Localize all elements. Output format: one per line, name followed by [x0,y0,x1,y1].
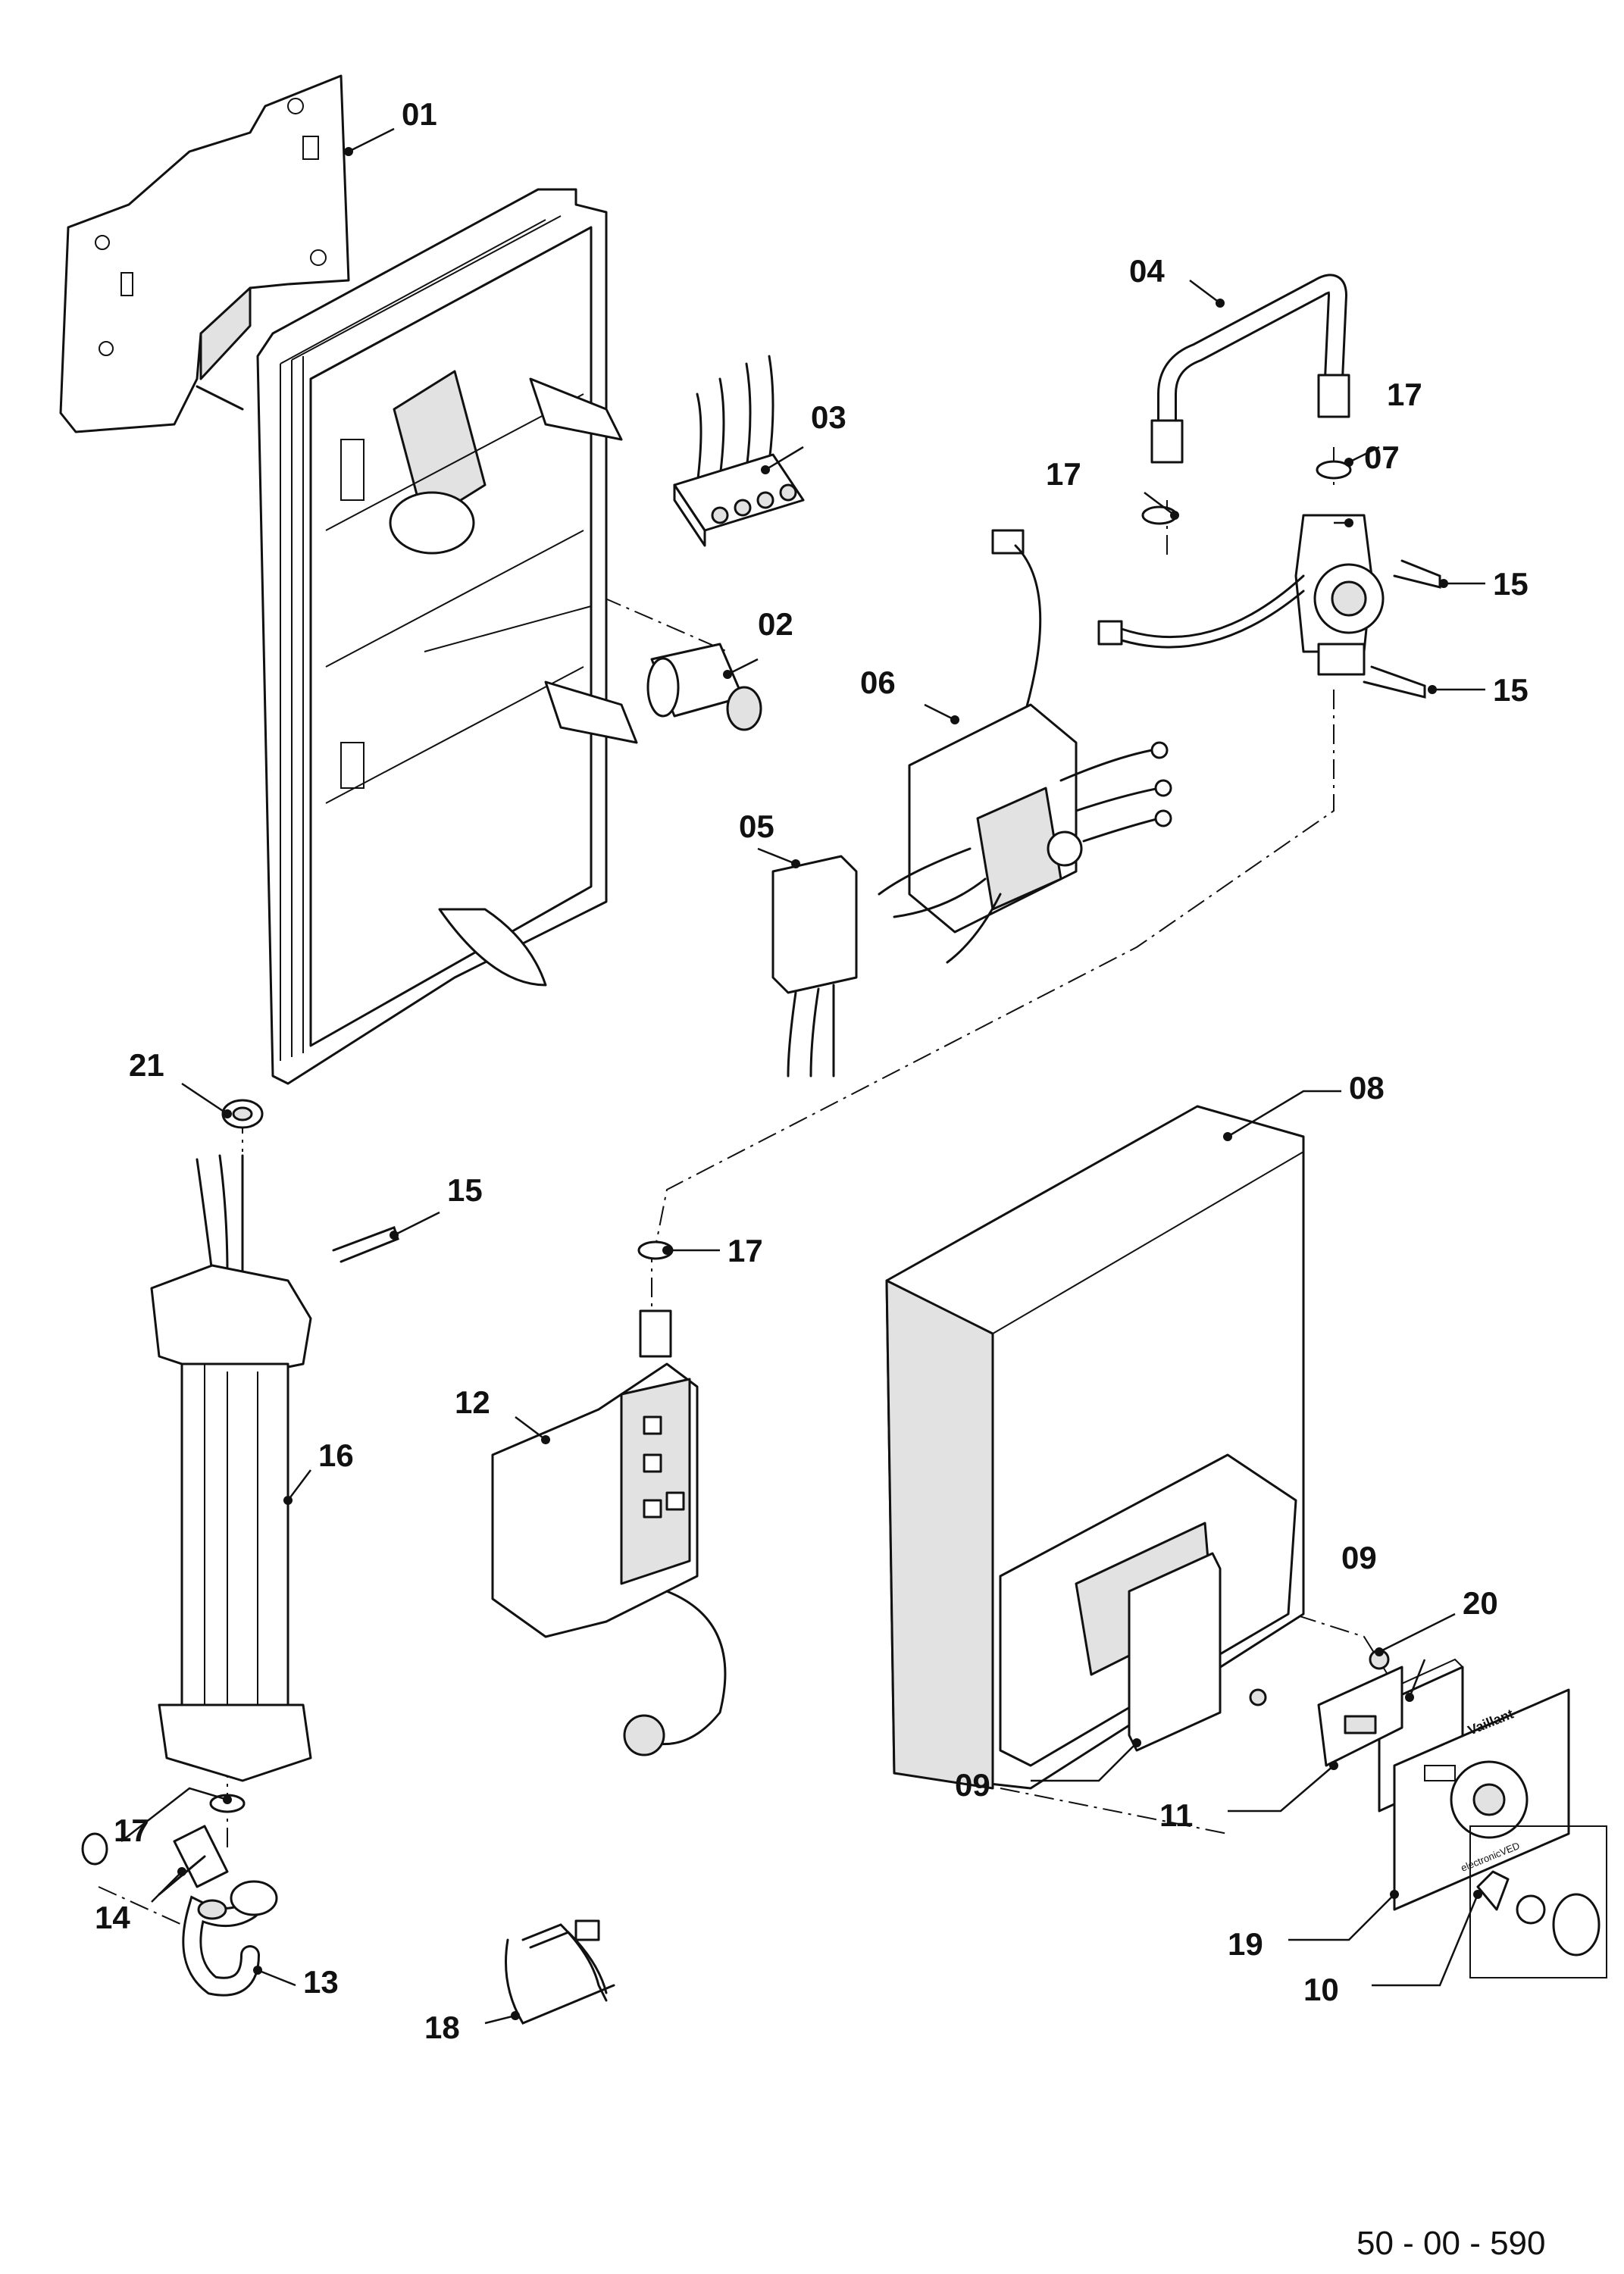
part-15-clip [332,1226,399,1263]
part-11-display-board [1249,1666,1403,1767]
callout-15-left: 15 [447,1172,483,1208]
callout-17-d: 17 [114,1813,149,1848]
callout-17-b: 17 [1387,377,1422,412]
callout-14: 14 [95,1900,130,1935]
part-06-control-module [878,529,1172,964]
callout-17-a: 17 [1046,456,1081,492]
part-10-knob [1469,1825,1607,1978]
part-13-pipe [182,1880,278,1997]
part-18-wire-harness [505,1919,615,2025]
callout-20: 20 [1463,1585,1498,1621]
part-01-mounting-bracket [59,74,350,433]
callout-labels: 01 02 03 04 05 06 07 08 09 09 10 11 12 1… [95,96,1529,2045]
callout-05: 05 [739,809,774,844]
callout-06: 06 [860,665,896,700]
part-08-front-casing [885,1105,1305,1790]
part-03-terminal-block [673,355,805,547]
callout-11: 11 [1159,1797,1193,1833]
callout-12: 12 [455,1384,490,1420]
leader-lines [120,127,1485,2025]
part-05-electronic-box [771,855,858,1078]
callout-19: 19 [1228,1926,1263,1962]
part-12-circuit-module [491,1309,727,1756]
callout-03: 03 [811,399,846,435]
callout-10: 10 [1303,1972,1339,2007]
callout-08: 08 [1349,1070,1385,1106]
callout-02: 02 [758,606,793,642]
part-16-heating-element [150,1154,312,1782]
back-housing-frame [256,188,638,1085]
callout-15-middle: 15 [1493,672,1529,708]
callout-15-top: 15 [1493,566,1529,602]
callout-13: 13 [303,1964,339,2000]
callout-21: 21 [129,1047,164,1083]
part-09-cover-bottom [1128,1552,1222,1752]
callout-07: 07 [1364,439,1400,475]
callout-09-bottom: 09 [955,1767,990,1803]
callout-09-right: 09 [1341,1540,1377,1575]
callout-17-c: 17 [728,1233,763,1268]
callout-18: 18 [424,2010,460,2045]
part-19-front-panel [1393,1688,1570,1911]
part-07-flow-valve [1097,514,1441,699]
part-21-nut [221,1099,264,1129]
part-02-cylinder [646,643,762,731]
callout-01: 01 [402,96,437,132]
part-04-water-pipe [1150,274,1350,464]
diagram-reference-code: 50 - 00 - 590 [1356,2225,1546,2262]
callout-16: 16 [318,1437,354,1473]
callout-04: 04 [1129,253,1165,289]
